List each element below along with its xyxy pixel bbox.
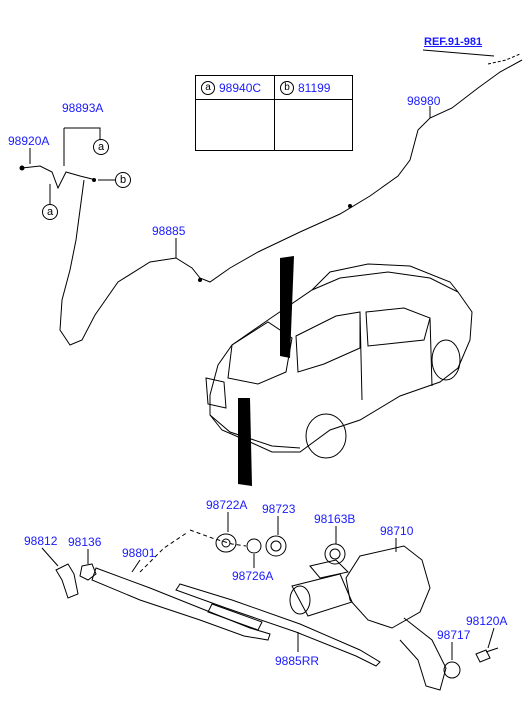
part-98723-shape (265, 535, 287, 557)
part-label-98722A[interactable]: 98722A (206, 498, 248, 512)
vehicle-side-window (295, 311, 361, 373)
hose-end-detail (487, 53, 521, 65)
leader-98812 (41, 547, 59, 567)
part-98812-shape (55, 563, 79, 599)
part-98163B-shape (324, 543, 346, 565)
legend-header-b: b 81199 (275, 76, 352, 100)
part-label-98136[interactable]: 98136 (68, 535, 102, 549)
pointer-upper (280, 256, 294, 358)
hose-branch (21, 165, 97, 190)
part-98120A-shape (475, 647, 499, 663)
part-label-98920A[interactable]: 98920A (8, 134, 50, 148)
part-label-9885RR[interactable]: 9885RR (275, 654, 320, 668)
pointer-lower (238, 398, 252, 486)
wiper-motor-body (345, 545, 431, 629)
part-label-98120A[interactable]: 98120A (466, 614, 508, 628)
legend-header-a: a 98940C (196, 76, 275, 100)
part-label-98893A[interactable]: 98893A (62, 101, 104, 115)
callout-b: b (115, 172, 131, 188)
part-label-98723[interactable]: 98723 (262, 502, 296, 516)
part-98136-shape (79, 563, 97, 581)
part-label-98726A[interactable]: 98726A (232, 569, 274, 583)
part-label-98717[interactable]: 98717 (437, 628, 471, 642)
reference-link[interactable]: REF.91-981 (424, 36, 483, 48)
part-98726A-shape (246, 538, 262, 554)
leader-ref (422, 49, 495, 57)
part-label-98885[interactable]: 98885 (152, 224, 186, 238)
callout-a-upper: a (93, 139, 109, 155)
leader-98893A (63, 127, 101, 166)
part-label-98710[interactable]: 98710 (380, 524, 414, 538)
wiper-blade-holder (207, 603, 263, 631)
leader-dashed-group (189, 529, 247, 547)
legend-image-b (275, 100, 352, 150)
legend-table: a 98940C b 81199 (195, 75, 353, 151)
wiper-blade (175, 583, 381, 667)
legend-part-a[interactable]: 98940C (219, 80, 262, 95)
washer-hose-line (59, 59, 523, 346)
leader-98120A (487, 627, 495, 649)
wiper-arm (91, 567, 271, 641)
legend-image-a (196, 100, 275, 150)
vehicle-door-line (359, 311, 433, 401)
legend-letter-b: b (280, 80, 294, 95)
vehicle-bumper (209, 414, 301, 449)
leader-98801 (131, 559, 141, 573)
vehicle-rear-lamp (205, 377, 227, 409)
vehicle-rear-window (227, 321, 293, 385)
wiper-motor-bracket (399, 617, 447, 691)
legend-part-b[interactable]: 81199 (298, 80, 331, 95)
part-label-98163B[interactable]: 98163B (314, 512, 356, 526)
part-label-98812[interactable]: 98812 (24, 534, 58, 548)
part-label-98980[interactable]: 98980 (407, 94, 441, 108)
vehicle-rear-wheel (305, 413, 347, 459)
legend-letter-a: a (201, 80, 215, 95)
wiper-motor-can (291, 573, 353, 617)
callout-a-lower: a (42, 204, 58, 220)
part-98722A-shape (215, 533, 237, 553)
part-label-98801[interactable]: 98801 (122, 546, 156, 560)
vehicle-roof (311, 263, 459, 293)
vehicle-front-wheel (431, 339, 461, 381)
part-98717-shape (443, 661, 461, 679)
vehicle-side-window-2 (365, 307, 431, 347)
